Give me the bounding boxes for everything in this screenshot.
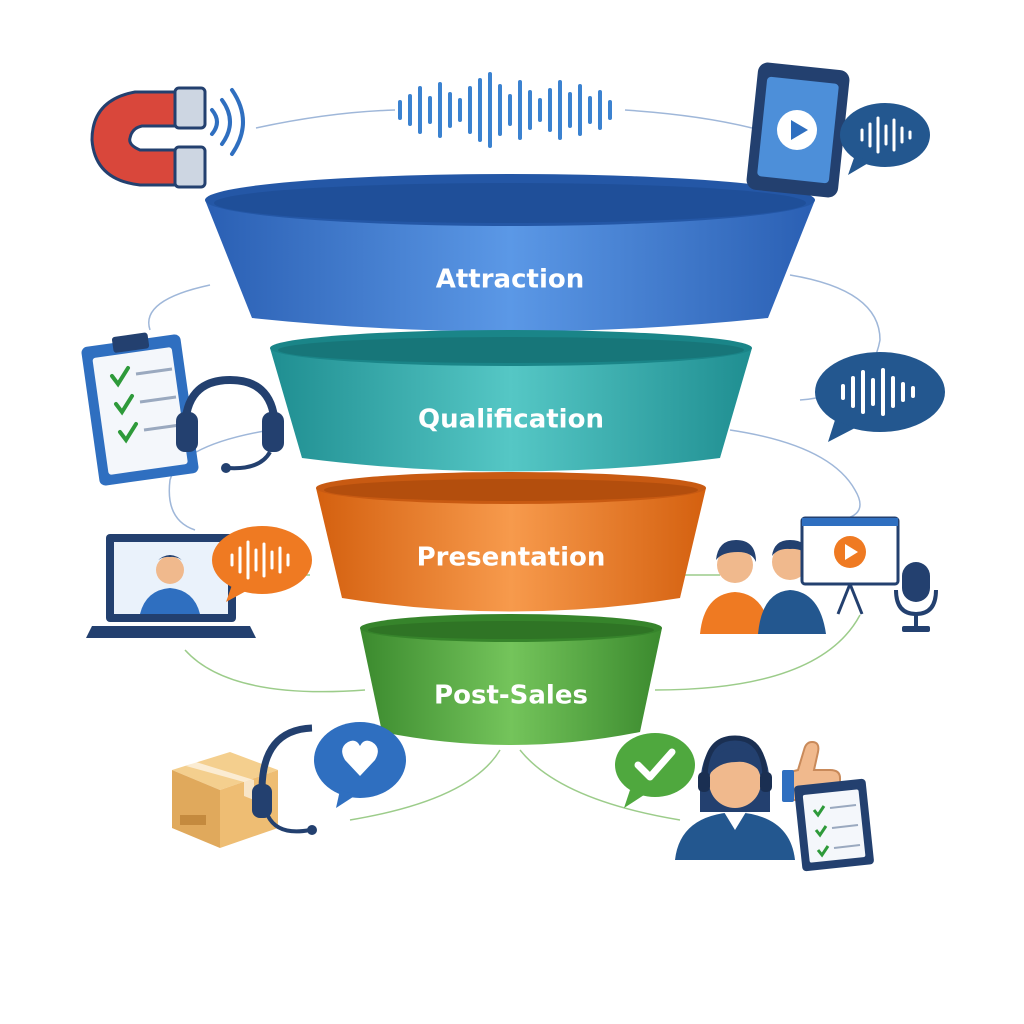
checklist-clipboard-icon xyxy=(81,332,199,486)
stage-label-post-sales: Post-Sales xyxy=(434,681,588,711)
connector-line xyxy=(624,109,753,129)
smartphone-video-icon xyxy=(746,62,850,198)
funnel-stage-post-sales: Post-Sales xyxy=(360,614,662,745)
magnet-icon xyxy=(90,86,207,189)
headset-icon xyxy=(176,375,284,473)
audio-message-bubble-icon xyxy=(840,103,930,175)
stage-label-qualification: Qualification xyxy=(418,405,604,435)
connector-line xyxy=(519,749,681,821)
stage-label-attraction: Attraction xyxy=(436,265,584,295)
connector-line xyxy=(349,749,501,821)
funnel-stage-qualification: Qualification xyxy=(270,330,752,472)
broadcast-waves-icon xyxy=(210,88,245,156)
two-people-icon xyxy=(700,540,826,634)
connector-line xyxy=(654,614,861,691)
connector-line xyxy=(255,109,396,129)
connector-line xyxy=(168,429,271,531)
audio-waveform-icon xyxy=(398,72,612,148)
funnel-stage-presentation: Presentation xyxy=(316,472,706,612)
laptop-video-call-icon xyxy=(86,534,256,638)
heart-message-bubble-icon xyxy=(314,722,406,808)
support-agent-icon xyxy=(675,735,795,860)
connector-lines xyxy=(148,109,881,821)
funnel: Attraction Qualification Presentation Po… xyxy=(205,174,815,745)
check-message-bubble-icon xyxy=(615,733,695,808)
presentation-board-icon xyxy=(800,516,900,615)
microphone-icon xyxy=(894,562,938,632)
connector-line xyxy=(729,429,861,521)
funnel-stage-attraction: Attraction xyxy=(205,174,815,332)
shipping-box-icon xyxy=(172,752,278,848)
stage-label-presentation: Presentation xyxy=(417,543,606,573)
checklist-clipboard-icon xyxy=(794,778,874,872)
connector-line xyxy=(184,649,366,693)
headset-icon xyxy=(252,724,317,835)
connector-line xyxy=(148,284,211,331)
audio-message-bubble-icon xyxy=(212,526,312,602)
audio-message-bubble-icon xyxy=(815,352,945,442)
